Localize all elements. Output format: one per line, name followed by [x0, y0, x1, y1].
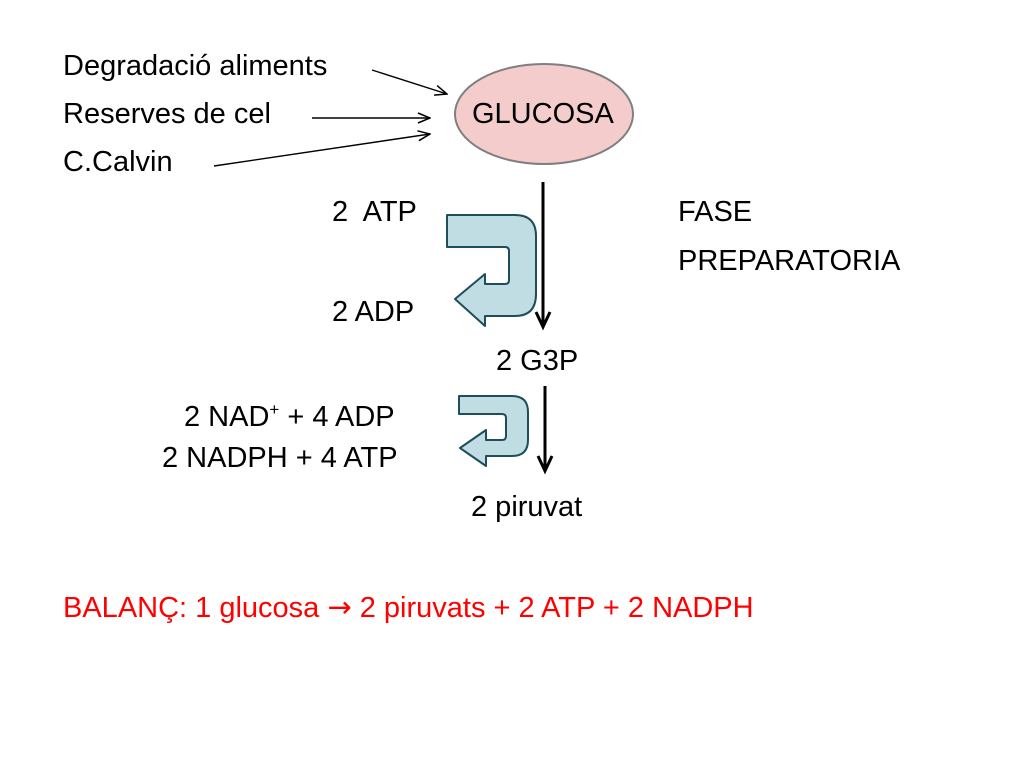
g3p-label: 2 G3P: [496, 345, 579, 377]
pointer-arrow-icon: [213, 134, 430, 167]
nad-prefix: 2 NAD: [184, 401, 270, 433]
nad-input-label: 2 NAD+ + 4 ADP: [184, 393, 395, 434]
piruvat-label: 2 piruvat: [471, 491, 583, 523]
source-degradacio: Degradació aliments: [63, 50, 328, 82]
down-arrow-icon: [534, 182, 552, 331]
nad-superscript: +: [269, 400, 280, 419]
nadph-output-label: 2 NADPH + 4 ATP: [162, 442, 398, 474]
balance-result: 2 piruvats + 2 ATP + 2 NADPH: [351, 592, 754, 624]
balance-line: BALANÇ: 1 glucosa → 2 piruvats + 2 ATP +…: [63, 590, 754, 625]
balance-arrow-icon: →: [327, 590, 352, 624]
source-calvin: C.Calvin: [63, 146, 173, 178]
atp-input-label: 2 ATP: [332, 196, 417, 228]
down-arrow-icon: [536, 386, 554, 475]
balance-text: : 1 glucosa: [179, 592, 328, 624]
nad-suffix: + 4 ADP: [279, 401, 395, 433]
adp-output-label: 2 ADP: [332, 296, 415, 328]
glucosa-label: GLUCOSA: [472, 98, 614, 130]
phase-line1: FASE: [678, 196, 753, 228]
balance-label: BALANÇ: [63, 592, 180, 624]
glucosa-ellipse: [454, 63, 634, 165]
source-reserves: Reserves de cel: [63, 98, 271, 130]
phase-line2: PREPARATORIA: [678, 245, 901, 277]
curved-arrow-icon: [446, 214, 537, 327]
pointer-arrow-icon: [371, 69, 447, 94]
curved-arrow-icon: [458, 395, 529, 467]
